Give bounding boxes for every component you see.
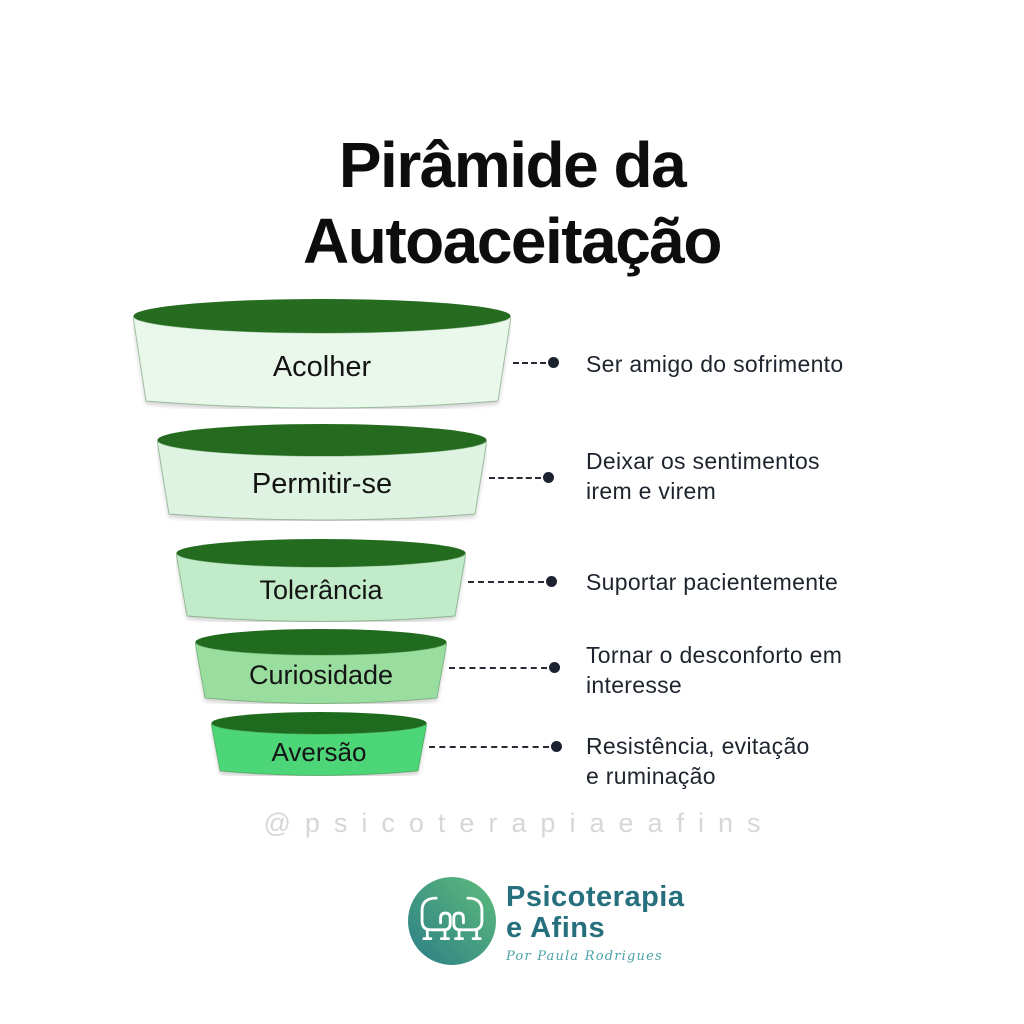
logo-byline: Por Paula Rodrigues <box>506 949 663 964</box>
bucket-body <box>195 641 447 704</box>
bucket-body <box>211 722 427 776</box>
bucket-top-ellipse <box>176 539 466 567</box>
funnel-level-permitir-se: Permitir-se <box>157 424 487 521</box>
funnel-bucket-shape <box>211 712 427 776</box>
connector-line-2 <box>489 472 554 483</box>
funnel-level-curiosidade: Curiosidade <box>195 629 447 704</box>
bucket-top-ellipse <box>157 424 487 456</box>
title-line-2: Autoaceitação <box>303 204 722 277</box>
logo-name-line-2: e Afins <box>506 912 606 944</box>
bucket-body <box>133 315 511 409</box>
description-acolher: Ser amigo do sofrimento <box>586 351 844 377</box>
description-permitir-se: Deixar os sentimentos irem e virem <box>586 448 820 504</box>
bucket-top-ellipse <box>133 299 511 333</box>
funnel-label: Permitir-se <box>251 468 393 500</box>
title-line-1: Pirâmide da <box>338 128 687 201</box>
funnel-bucket-shape <box>195 629 447 704</box>
funnel-bucket-shape <box>176 539 466 622</box>
logo-text: Psicoterapia e Afins Por Paula Rodrigues <box>506 882 684 965</box>
two-armchairs-icon <box>408 877 496 965</box>
watermark-handle: @psicoterapiaeafins <box>263 808 775 838</box>
funnel-bucket-shape <box>157 424 487 521</box>
connector-line-4 <box>449 662 560 673</box>
funnel-label: Curiosidade <box>248 660 394 690</box>
connector-line-1 <box>513 357 559 368</box>
logo-name: Psicoterapia e Afins <box>506 882 684 944</box>
connector-line-3 <box>468 576 557 587</box>
funnel-level-aversao: Aversão <box>211 712 427 776</box>
bucket-body <box>157 439 487 521</box>
bucket-top-ellipse <box>195 629 447 655</box>
connector-line-5 <box>429 741 562 752</box>
funnel-bucket-shape <box>133 299 511 409</box>
logo-name-line-1: Psicoterapia <box>506 881 685 913</box>
funnel-label: Acolher <box>272 350 372 383</box>
funnel-level-tolerancia: Tolerância <box>176 539 466 622</box>
bucket-top-ellipse <box>211 712 427 734</box>
bucket-body <box>176 552 466 622</box>
funnel-label: Tolerância <box>259 575 383 605</box>
description-curiosidade: Tornar o desconforto em interesse <box>586 642 843 698</box>
description-tolerancia: Suportar pacientemente <box>586 569 839 595</box>
description-aversao: Resistência, evitação e ruminação <box>586 733 810 789</box>
funnel-label: Aversão <box>271 736 367 767</box>
page-title: Pirâmide da Autoaceitação <box>0 127 1024 279</box>
funnel-level-acolher: Acolher <box>133 299 511 409</box>
